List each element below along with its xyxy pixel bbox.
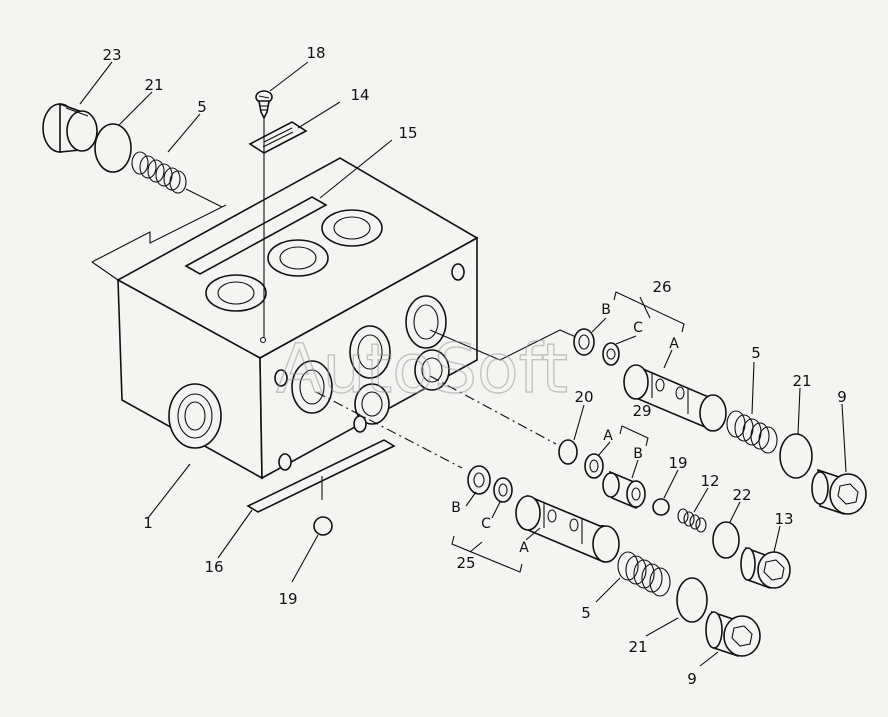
part-label-21-right: 21 xyxy=(792,372,811,390)
plug-23 xyxy=(42,102,98,153)
part-label-13: 13 xyxy=(774,510,793,528)
part-label-19-right: 19 xyxy=(668,454,687,472)
watermark-text: AutoSoft xyxy=(276,330,568,409)
spool-25 xyxy=(467,465,620,563)
oring-21-lower xyxy=(676,577,708,623)
part-label-25: 25 xyxy=(456,554,475,572)
bracket-29 xyxy=(619,425,649,447)
screw-18 xyxy=(255,90,273,338)
plug-9-right xyxy=(811,468,867,515)
ball-19-left xyxy=(313,516,333,536)
part-label-20: 20 xyxy=(574,388,593,406)
sub-label-25-c: C xyxy=(481,516,491,532)
spring-5-left xyxy=(131,151,187,194)
part-label-9-right: 9 xyxy=(837,388,847,406)
part-label-5-upper-left: 5 xyxy=(197,98,207,116)
part-label-5-right: 5 xyxy=(751,344,761,362)
sub-label-26-c: C xyxy=(633,320,643,336)
spool-26 xyxy=(573,328,727,432)
nameplate-14 xyxy=(248,121,308,154)
bracket-26 xyxy=(613,291,685,333)
sub-label-25-b: B xyxy=(451,500,461,516)
part-label-21-upper-left: 21 xyxy=(144,76,163,94)
part-label-22: 22 xyxy=(732,486,751,504)
part-label-12: 12 xyxy=(700,472,719,490)
sub-label-25-a: A xyxy=(519,540,529,556)
spring-5-right xyxy=(726,410,778,454)
part-label-5-lower: 5 xyxy=(581,604,591,622)
oring-20 xyxy=(558,439,578,465)
part-label-26: 26 xyxy=(652,278,671,296)
plug-9-lower xyxy=(705,610,761,657)
oring-21-left xyxy=(94,123,132,173)
sub-label-29-b: B xyxy=(633,446,643,462)
valve-body xyxy=(91,157,479,480)
part-label-21-lower: 21 xyxy=(628,638,647,656)
leader-lines xyxy=(79,61,847,667)
part-label-16: 16 xyxy=(204,558,223,576)
part-label-23: 23 xyxy=(102,46,121,64)
part-label-18: 18 xyxy=(306,44,325,62)
part-label-9-lower: 9 xyxy=(687,670,697,688)
sub-label-26-a: A xyxy=(669,336,679,352)
plug-13 xyxy=(740,546,791,589)
part-label-15: 15 xyxy=(398,124,417,142)
sub-label-26-b: B xyxy=(601,302,611,318)
part-label-14: 14 xyxy=(350,86,369,104)
valve-29 xyxy=(584,453,646,509)
spring-5-lower xyxy=(617,551,671,597)
spring-12 xyxy=(677,508,707,533)
part-label-1: 1 xyxy=(143,514,153,532)
part-label-29: 29 xyxy=(632,402,651,420)
part-label-19-left: 19 xyxy=(278,590,297,608)
sub-label-29-a: A xyxy=(603,428,613,444)
oring-22 xyxy=(712,521,740,559)
ball-19-right xyxy=(652,498,670,516)
plate-16 xyxy=(246,439,396,513)
oring-21-right xyxy=(779,433,813,479)
bracket-25 xyxy=(451,535,523,573)
